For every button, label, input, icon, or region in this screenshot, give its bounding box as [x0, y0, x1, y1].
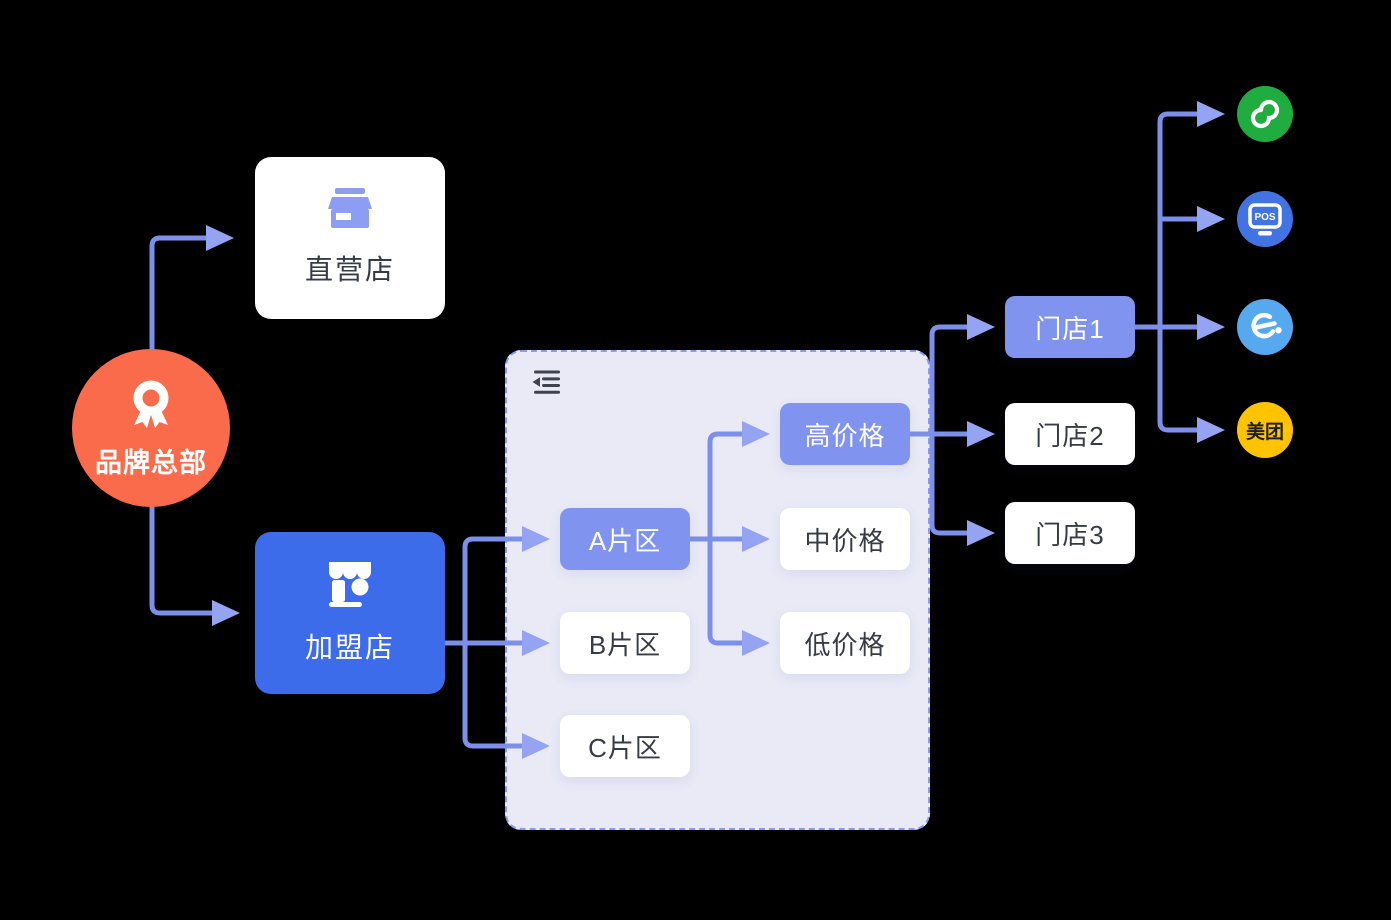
connector-price-high-to-store-1	[929, 314, 995, 434]
pos-terminal-icon: POS	[1237, 191, 1293, 247]
store-2-label: 门店2	[1035, 420, 1105, 451]
brand-hq-label: 品牌总部	[95, 447, 207, 478]
price-low-label: 低价格	[804, 629, 886, 660]
pos-terminal-glyph: POS	[1248, 203, 1282, 236]
node-price-high: 高价格	[780, 403, 910, 465]
node-price-low: 低价格	[780, 612, 910, 674]
medal-icon	[133, 380, 169, 428]
connector-price-high-to-store-3	[929, 434, 995, 546]
connector-store-1-to-miniprogram	[1157, 101, 1225, 327]
storefront-icon	[328, 188, 372, 228]
direct-store-node: 直营店	[255, 157, 445, 319]
meituan-icon: 美团	[1237, 402, 1293, 458]
node-store-3: 门店3	[1005, 502, 1135, 564]
wechat-miniprogram-icon	[1237, 86, 1293, 142]
connector-store-1-to-pos	[1160, 206, 1225, 232]
store-3-label: 门店3	[1035, 519, 1105, 550]
outdent-icon	[532, 370, 560, 394]
pos-label: POS	[1254, 212, 1275, 223]
connector-store-1-to-meituan	[1157, 327, 1225, 443]
price-high-label: 高价格	[804, 420, 886, 451]
brand-hq-node: 品牌总部	[72, 349, 230, 507]
eleme-icon	[1237, 299, 1293, 355]
eleme-glyph	[1251, 312, 1282, 339]
shop-icon	[329, 562, 371, 607]
node-zone-b: B片区	[560, 612, 690, 674]
zone-a-label: A片区	[588, 525, 662, 556]
zone-b-label: B片区	[588, 629, 662, 660]
node-store-1: 门店1	[1005, 296, 1135, 358]
wechat-miniprogram-glyph	[1250, 99, 1280, 129]
node-zone-c: C片区	[560, 715, 690, 777]
node-zone-a: A片区	[560, 508, 690, 570]
node-store-2: 门店2	[1005, 403, 1135, 465]
franchise-store-node: 加盟店	[255, 532, 445, 694]
store-1-label: 门店1	[1035, 313, 1105, 344]
connector-store-1-to-eleme	[1135, 314, 1225, 340]
franchise-store-label: 加盟店	[304, 632, 395, 663]
zone-c-label: C片区	[588, 732, 662, 763]
price-mid-label: 中价格	[804, 525, 886, 556]
meituan-label: 美团	[1245, 421, 1284, 443]
direct-store-label: 直营店	[304, 254, 395, 285]
node-price-mid: 中价格	[780, 508, 910, 570]
